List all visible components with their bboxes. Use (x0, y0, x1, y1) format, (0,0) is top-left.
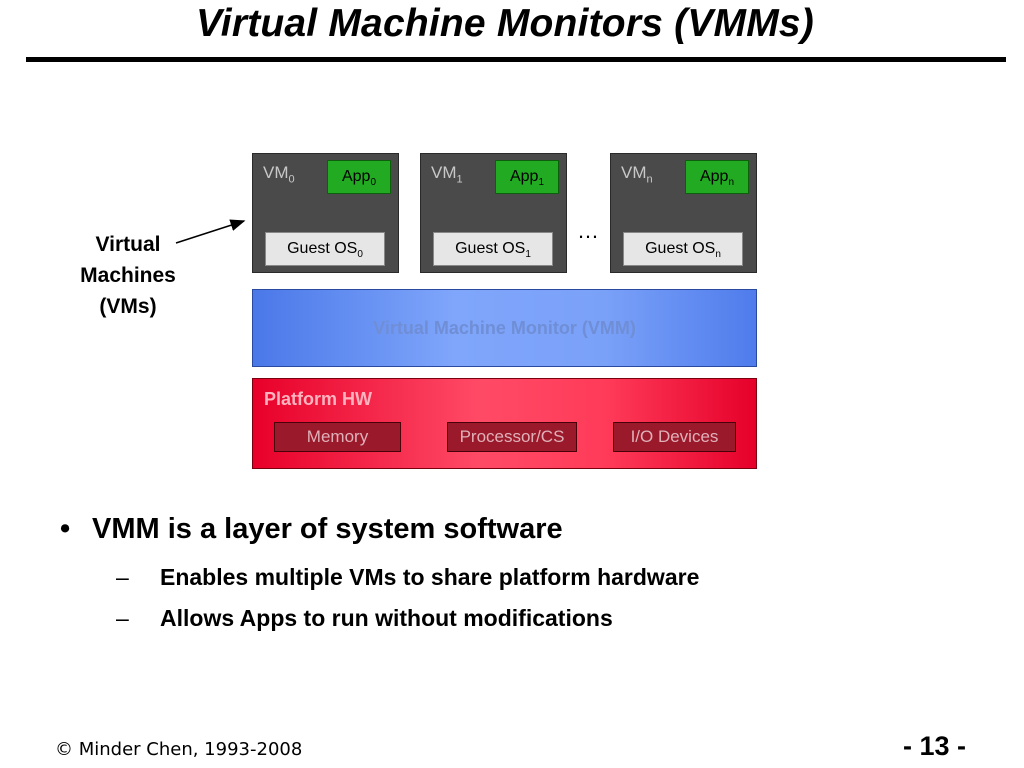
page-number: - 13 - (902, 731, 966, 761)
vm-ellipsis: … (577, 218, 599, 243)
vm-label-0: VM0 (263, 163, 295, 186)
hw-io-devices-box: I/O Devices (613, 422, 736, 452)
app-box-0: App0 (327, 160, 391, 194)
vmm-layer: Virtual Machine Monitor (VMM) (252, 289, 757, 367)
hw-processor-box: Processor/CS (447, 422, 577, 452)
guest-os-box-n: Guest OSn (623, 232, 743, 266)
vm-box-n: VMn Appn Guest OSn (610, 153, 757, 273)
vm-box-1: VM1 App1 Guest OS1 (420, 153, 567, 273)
sub-bullet-2-text: Allows Apps to run without modifications (160, 605, 613, 631)
app-box-1: App1 (495, 160, 559, 194)
vmm-label: Virtual Machine Monitor (VMM) (373, 318, 636, 338)
bullet-marker: • (60, 513, 71, 545)
hw-memory-box: Memory (274, 422, 401, 452)
side-label-line-1: Virtual (95, 233, 161, 256)
sub-bullet-1-text: Enables multiple VMs to share platform h… (160, 564, 700, 590)
platform-hw-label: Platform HW (264, 389, 372, 409)
sub-bullet-marker: – (116, 605, 129, 631)
side-label-line-2: Machines (80, 264, 176, 287)
virtual-machines-label: Virtual Machines (VMs) (58, 229, 198, 322)
guest-os-box-1: Guest OS1 (433, 232, 553, 266)
vm-box-0: VM0 App0 Guest OS0 (252, 153, 399, 273)
sub-bullet-marker: – (116, 564, 129, 590)
bullet-main-text: VMM is a layer of system software (92, 513, 563, 545)
app-box-n: Appn (685, 160, 749, 194)
title-divider (26, 57, 1006, 62)
vm-label-n: VMn (621, 163, 653, 186)
side-label-line-3: (VMs) (99, 295, 157, 318)
guest-os-box-0: Guest OS0 (265, 232, 385, 266)
copyright-footer: © Minder Chen, 1993-2008 (55, 739, 303, 760)
vm-label-1: VM1 (431, 163, 463, 186)
slide-title: Virtual Machine Monitors (VMMs) (196, 2, 814, 45)
platform-hw-layer: Platform HW Memory Processor/CS I/O Devi… (252, 378, 757, 469)
